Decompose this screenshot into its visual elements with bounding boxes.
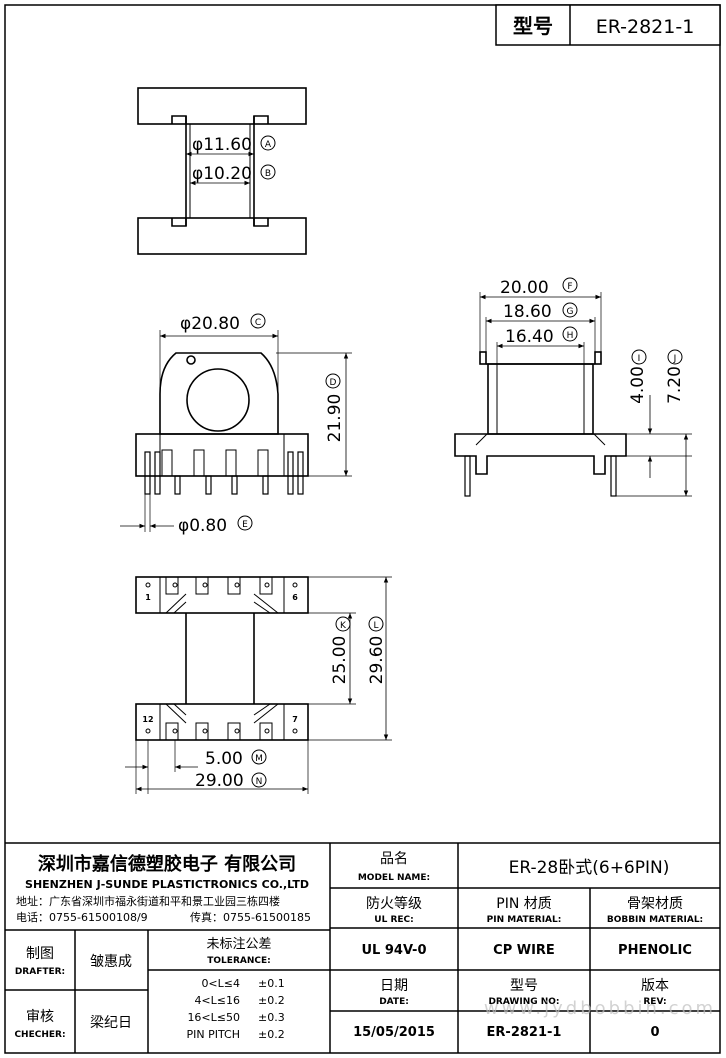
dim-i-value: 4.00 [628, 366, 648, 404]
model-name-label-cn: 品名 [380, 851, 408, 867]
dim-d-tag: D [330, 378, 337, 388]
dim-g-tag: G [567, 307, 574, 317]
dim-g-value: 18.60 [503, 302, 552, 322]
tolerance-value-0: ±0.1 [258, 977, 285, 990]
ul-rec-value: UL 94V-0 [361, 943, 426, 958]
dim-j-tag: J [673, 354, 677, 364]
ul-rec-label-cn: 防火等级 [366, 895, 422, 912]
pin-label-12: 12 [142, 715, 153, 724]
date-label-cn: 日期 [380, 978, 408, 994]
drawing-no-label-en: DRAWING NO: [488, 997, 559, 1007]
dim-h-tag: H [567, 331, 574, 341]
rev-label-en: REV: [643, 997, 666, 1007]
front-view [120, 330, 352, 532]
dim-d-value: 21.90 [325, 394, 345, 443]
bobbin-material-label-en: BOBBIN MATERIAL: [607, 915, 703, 925]
tolerance-title-en: TOLERANCE: [207, 956, 270, 966]
dim-m-value: 5.00 [205, 749, 243, 769]
rev-value: 0 [650, 1025, 659, 1040]
dim-k-value: 25.00 [330, 636, 350, 685]
header-box: 型号 ER-2821-1 [495, 4, 721, 46]
model-name-value: ER-28卧式(6+6PIN) [509, 858, 670, 878]
header-label: 型号 [513, 14, 553, 38]
model-name-label-en: MODEL NAME: [358, 873, 430, 883]
bobbin-material-value: PHENOLIC [618, 943, 692, 958]
dim-c-tag: C [255, 318, 261, 328]
pin-label-6: 6 [292, 593, 298, 602]
rev-label-cn: 版本 [641, 978, 669, 994]
pin-material-label-en: PIN MATERIAL: [487, 915, 562, 925]
title-block-lines [5, 842, 720, 1053]
tolerance-value-2: ±0.3 [258, 1011, 285, 1024]
tolerance-value-1: ±0.2 [258, 994, 285, 1007]
company-name-en: SHENZHEN J-SUNDE PLASTICTRONICS CO.,LTD [25, 878, 309, 891]
dim-a-tag: A [265, 140, 272, 150]
dim-n-tag: N [256, 777, 263, 787]
drawing-no-label-cn: 型号 [510, 978, 538, 994]
checker-label-en: CHECHER: [14, 1030, 65, 1040]
company-phone: 电话：0755-61500108/9 [16, 911, 148, 924]
company-address: 地址：广东省深圳市福永街道和平和景工业园三栋四楼 [16, 894, 280, 908]
dim-k-tag: K [340, 621, 347, 631]
date-label-en: DATE: [379, 997, 409, 1007]
dim-c-value: φ20.80 [180, 314, 240, 334]
dim-n-value: 29.00 [195, 771, 244, 791]
dim-l-tag: L [373, 621, 378, 631]
tolerance-title-cn: 未标注公差 [206, 937, 271, 952]
tolerance-range-1: 4<L≤16 [194, 994, 240, 1007]
dim-i-tag: I [638, 354, 641, 364]
pin-material-value: CP WIRE [493, 943, 555, 958]
pin-label-1: 1 [145, 593, 151, 602]
checker-name: 梁纪日 [90, 1015, 132, 1031]
drawing-border [4, 4, 721, 1054]
dim-l-value: 29.60 [367, 636, 387, 685]
dim-f-tag: F [567, 282, 572, 292]
tolerance-range-0: 0<L≤4 [201, 977, 240, 990]
dim-b-tag: B [265, 169, 271, 179]
company-fax: 传真：0755-61500185 [190, 910, 311, 924]
dim-j-value: 7.20 [665, 366, 685, 404]
ul-rec-label-en: UL REC: [374, 915, 413, 925]
pin-label-7: 7 [292, 715, 298, 724]
header-value: ER-2821-1 [596, 16, 695, 38]
tolerance-value-3: ±0.2 [258, 1028, 285, 1041]
tolerance-range-3: PIN PITCH [186, 1028, 240, 1041]
dim-e-value: φ0.80 [178, 516, 227, 536]
dim-e-tag: E [242, 520, 248, 530]
drafter-label-en: DRAFTER: [15, 967, 65, 977]
side-view [454, 292, 692, 497]
dim-h-value: 16.40 [505, 327, 554, 347]
dim-m-tag: M [255, 754, 263, 764]
tolerance-range-2: 16<L≤50 [187, 1011, 240, 1024]
top-view [137, 87, 307, 255]
dim-a-value: φ11.60 [192, 135, 252, 155]
pin-material-label-cn: PIN 材质 [496, 896, 552, 912]
drafter-name: 皱惠成 [90, 954, 132, 970]
bottom-view [125, 576, 392, 794]
dim-b-value: φ10.20 [192, 164, 252, 184]
company-name-cn: 深圳市嘉信德塑胶电子 有限公司 [38, 853, 296, 875]
bobbin-material-label-cn: 骨架材质 [627, 896, 683, 912]
drawing-no-value: ER-2821-1 [487, 1025, 562, 1040]
checker-label-cn: 审核 [26, 1009, 54, 1025]
date-value: 15/05/2015 [353, 1025, 435, 1040]
drafter-label-cn: 制图 [26, 946, 54, 962]
watermark: www.jydbobbin.com [484, 998, 716, 1019]
dim-f-value: 20.00 [500, 278, 549, 298]
